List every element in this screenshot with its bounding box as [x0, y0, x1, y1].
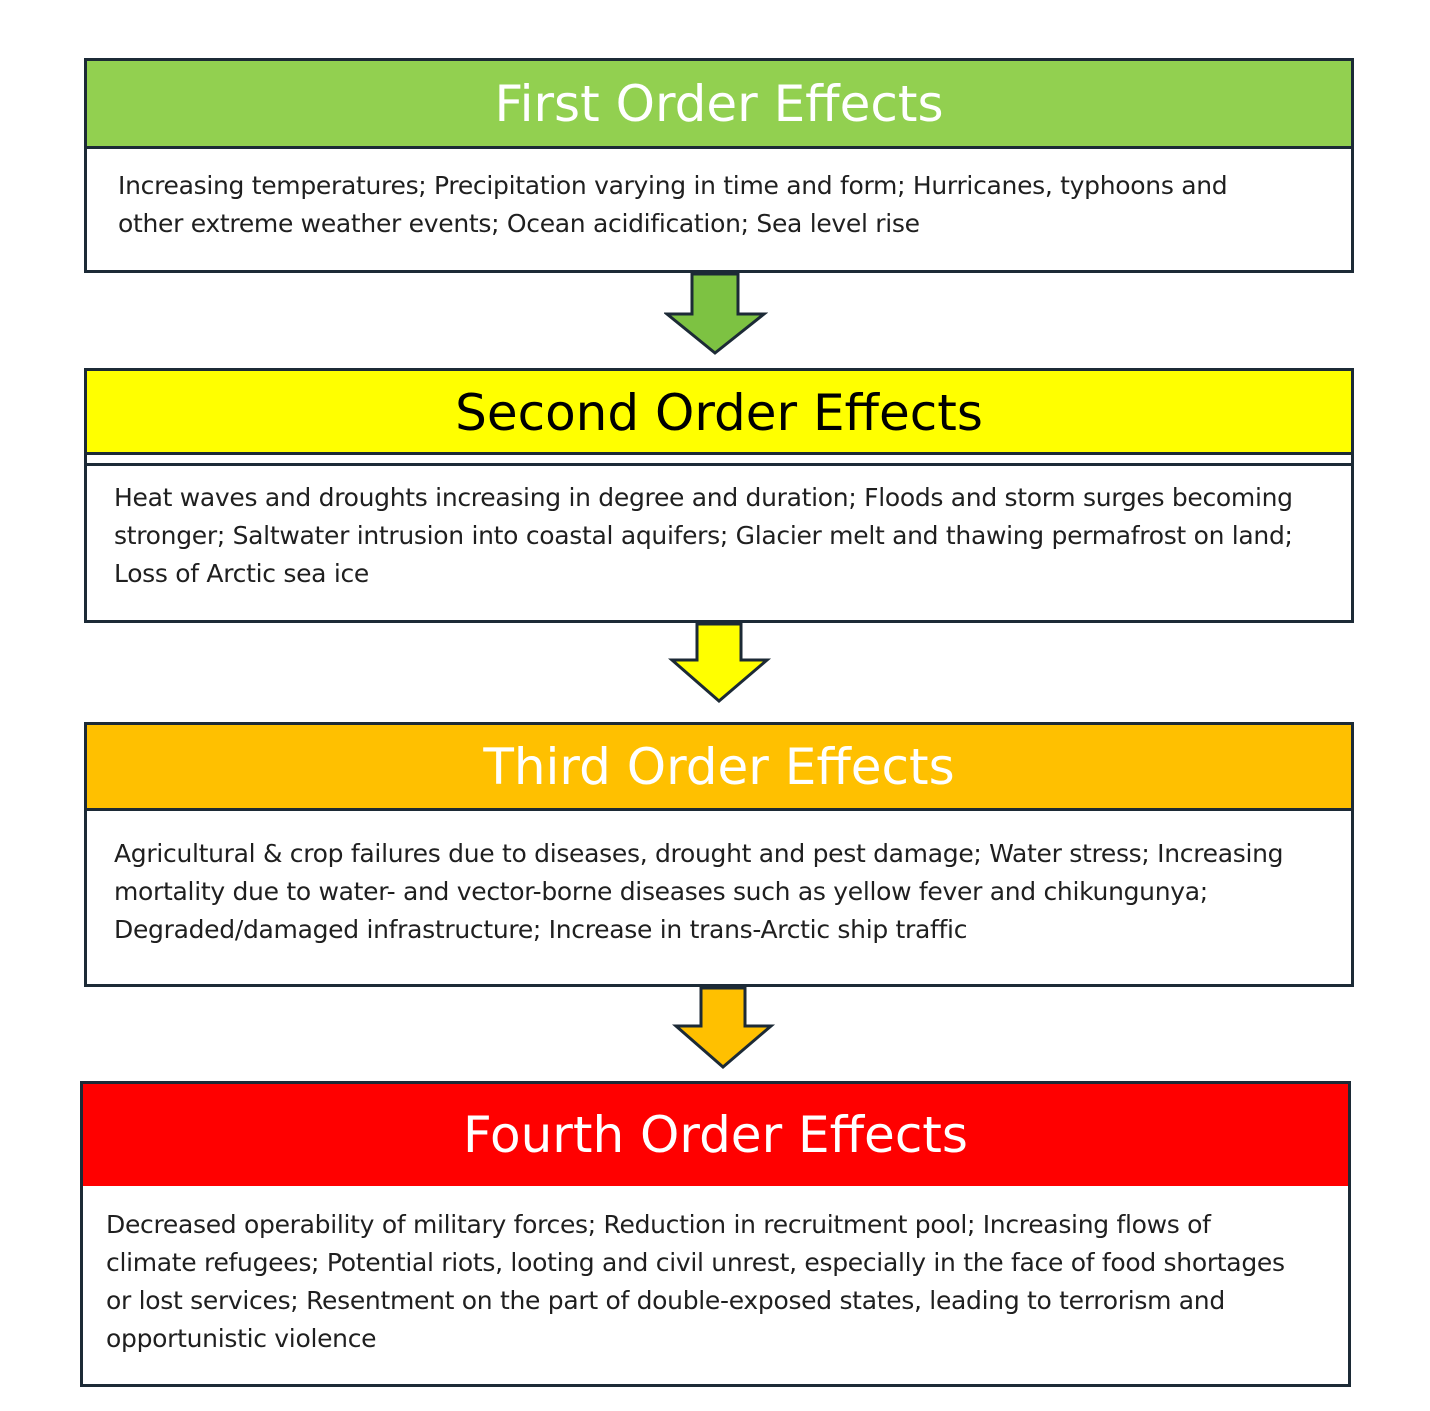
stage-title-third-order: Third Order Effects — [483, 737, 955, 796]
stage-header-fourth-order: Fourth Order Effects — [83, 1084, 1348, 1186]
stage-header-first-order: First Order Effects — [87, 61, 1351, 149]
stage-second-order: Second Order Effects Heat waves and drou… — [84, 368, 1354, 623]
arrow-down-shape — [668, 622, 772, 703]
stage-title-second-order: Second Order Effects — [455, 384, 983, 442]
stage-body-second-order: Heat waves and droughts increasing in de… — [114, 483, 1293, 588]
stage-body-first-order: Increasing temperatures; Precipitation v… — [118, 171, 1228, 238]
stage-header-third-order: Third Order Effects — [87, 725, 1351, 811]
stage-third-order: Third Order Effects Agricultural & crop … — [84, 722, 1354, 987]
stage-divider — [87, 452, 1351, 466]
arrow-down-shape — [672, 986, 776, 1069]
stage-title-fourth-order: Fourth Order Effects — [463, 1106, 968, 1164]
stage-body-fourth-order: Decreased operability of military forces… — [106, 1210, 1285, 1353]
stage-fourth-order: Fourth Order Effects Decreased operabili… — [80, 1081, 1351, 1387]
stage-header-second-order: Second Order Effects — [87, 371, 1351, 455]
arrow-down-icon — [668, 622, 772, 703]
stage-first-order: First Order Effects Increasing temperatu… — [84, 58, 1354, 273]
stage-title-first-order: First Order Effects — [494, 74, 944, 133]
arrow-down-icon — [672, 986, 776, 1069]
arrow-down-icon — [664, 272, 768, 355]
arrow-down-shape — [664, 272, 768, 355]
stage-body-third-order: Agricultural & crop failures due to dise… — [114, 839, 1284, 944]
